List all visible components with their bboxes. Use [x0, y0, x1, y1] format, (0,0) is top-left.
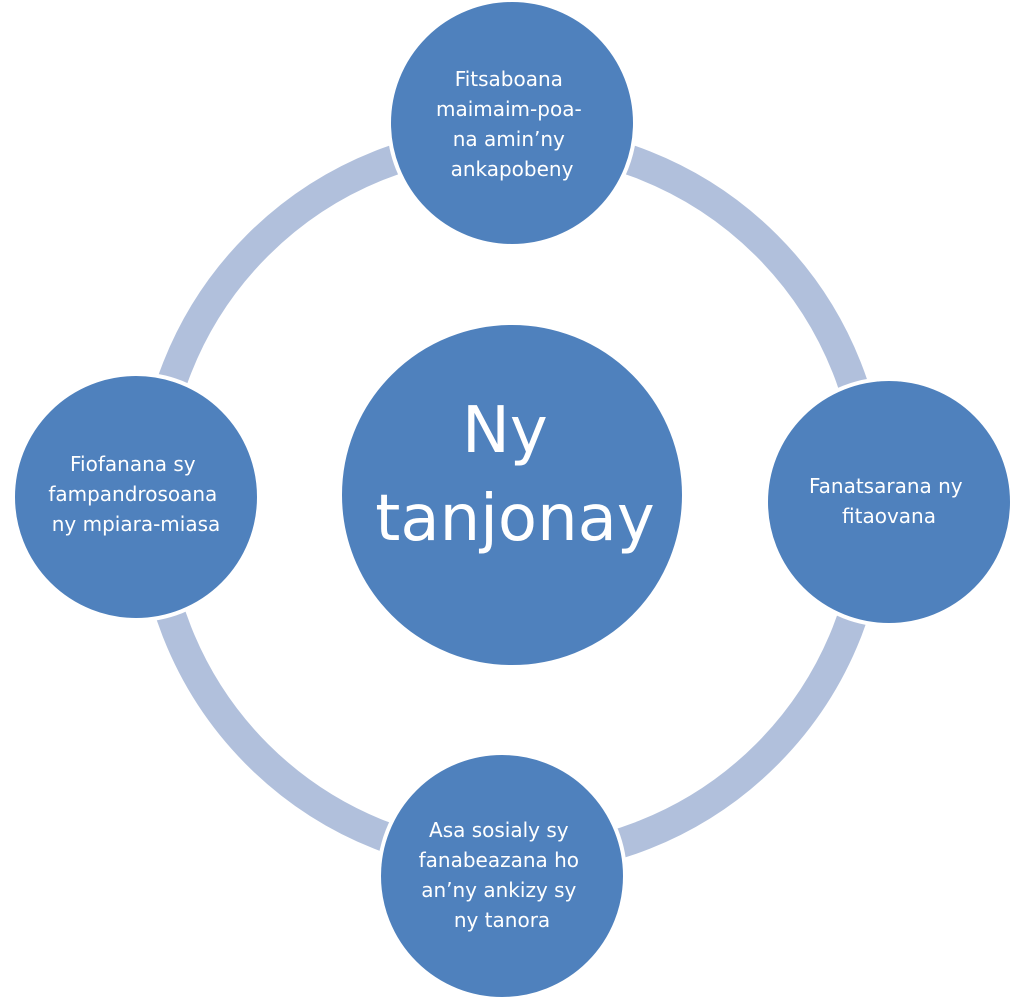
satellite-node-right-line-1: Fanatsarana ny — [809, 474, 963, 498]
satellite-node-bottom-line-1: Asa sosialy sy — [429, 818, 569, 842]
satellite-node-left-line-2: fampandrosoana — [48, 482, 217, 506]
satellite-node-right-line-2: fitaovana — [842, 504, 936, 528]
satellite-node-top: Fitsaboana maimaim-poa- na amin’ny ankap… — [387, 0, 637, 248]
satellite-node-left-line-1: Fiofanana sy — [70, 452, 196, 476]
svg-text:Fitsaboana maimaim-poa-: Fitsaboana maimaim-poa- na amin’ny ankap… — [436, 67, 588, 181]
satellite-node-bottom-circle — [377, 751, 627, 1000]
svg-text:Fanatsarana ny fitaovana: Fanatsarana ny fitaovana — [809, 474, 969, 528]
center-node-line-2: tanjonay — [375, 482, 654, 556]
center-node-circle — [338, 321, 686, 669]
satellite-node-left: Fiofanana sy fampandrosoana ny mpiara-mi… — [11, 372, 261, 622]
satellite-node-top-line-2: maimaim-poa- — [436, 97, 582, 121]
satellite-node-left-line-3: ny mpiara-miasa — [52, 512, 221, 536]
satellite-node-top-line-4: ankapobeny — [451, 157, 574, 181]
center-node-line-1: Ny — [462, 394, 548, 468]
svg-text:Ny tanjonay: Ny tanjonay — [375, 394, 654, 556]
satellite-node-right: Fanatsarana ny fitaovana — [764, 377, 1014, 627]
satellite-node-right-circle — [764, 377, 1014, 627]
svg-text:Asa sosialy sy fanabeaza: Asa sosialy sy fanabeazana ho an’ny anki… — [419, 818, 586, 932]
satellite-node-top-line-3: na amin’ny — [453, 127, 565, 151]
svg-text:Fiofanana sy fampandroso: Fiofanana sy fampandrosoana ny mpiara-mi… — [48, 452, 223, 536]
satellite-node-bottom-line-2: fanabeazana ho — [419, 848, 579, 872]
satellite-node-top-line-1: Fitsaboana — [455, 67, 563, 91]
satellite-node-left-circle — [11, 372, 261, 622]
satellite-node-top-circle — [387, 0, 637, 248]
satellite-node-bottom-line-4: ny tanora — [454, 908, 550, 932]
center-node: Ny tanjonay — [338, 321, 686, 669]
satellite-node-bottom-line-3: an’ny ankizy sy — [421, 878, 576, 902]
satellite-node-bottom: Asa sosialy sy fanabeazana ho an’ny anki… — [377, 751, 627, 1000]
